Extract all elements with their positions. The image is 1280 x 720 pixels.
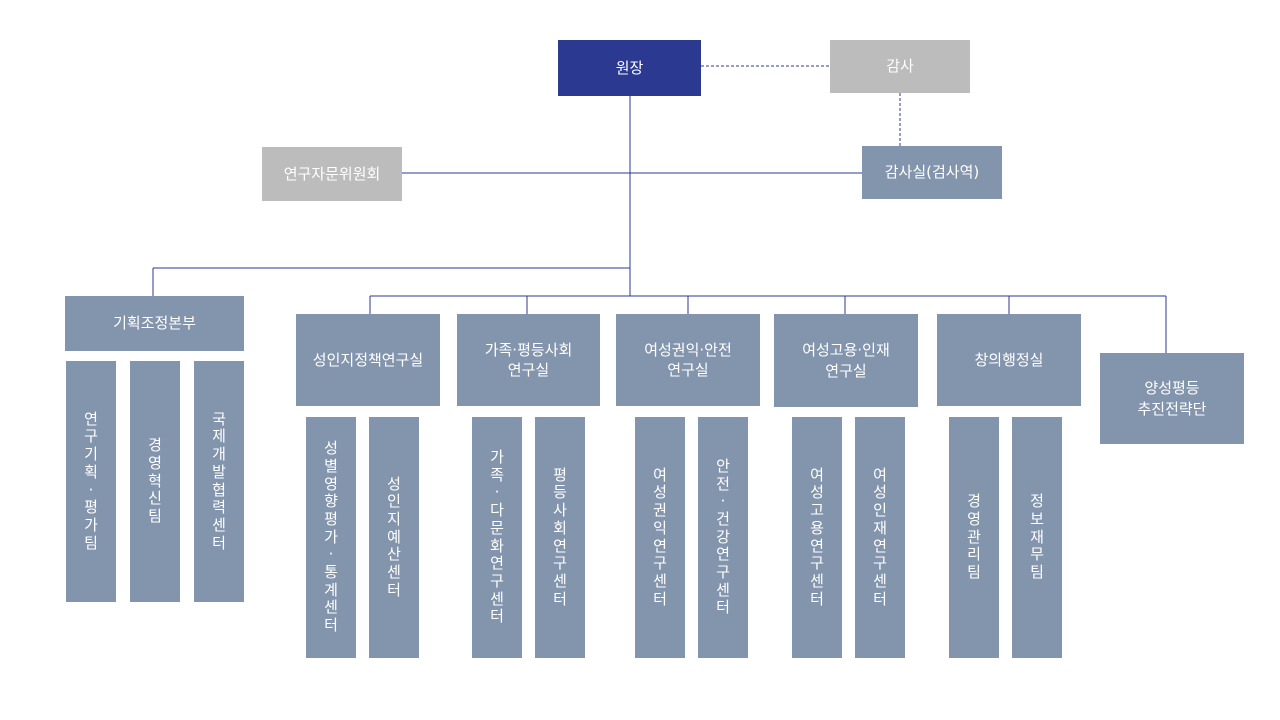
unit-planning: 기획조정본부 <box>65 296 244 351</box>
unit-label: 연구실 <box>667 361 709 379</box>
auditor-box: 감사 <box>830 40 970 93</box>
unit-label: 양성평등 <box>1144 379 1200 398</box>
unit-employment: 여성고용·인재 연구실 <box>774 314 918 407</box>
unit-label: 창의행정실 <box>974 350 1044 369</box>
unit-label: 성인지정책연구실 <box>312 350 424 369</box>
unit-label: 연구실 <box>507 361 550 379</box>
unit-gender-policy: 성인지정책연구실 <box>296 314 440 406</box>
advisory-committee-label: 연구자문위원회 <box>283 164 381 183</box>
audit-office-box: 감사실(검사역) <box>862 146 1002 199</box>
unit-label: 추진전략단 <box>1137 399 1207 418</box>
unit-innovation: 창의행정실 <box>937 314 1081 406</box>
unit-label: 가족·평등사회 <box>484 340 573 359</box>
auditor-label: 감사 <box>886 57 914 76</box>
unit-family: 가족·평등사회 연구실 <box>457 314 600 406</box>
unit-label: 연구실 <box>825 361 867 380</box>
advisory-committee-box: 연구자문위원회 <box>262 147 402 201</box>
unit-label: 기획조정본부 <box>113 314 196 333</box>
director-label: 원장 <box>615 58 644 77</box>
unit-label: 여성권익·안전 <box>644 340 732 359</box>
unit-equality: 양성평등 추진전략단 <box>1100 353 1244 444</box>
unit-label: 여성고용·인재 <box>802 341 890 360</box>
unit-rights: 여성권익·안전 연구실 <box>616 314 760 406</box>
director-box: 원장 <box>558 40 701 96</box>
audit-office-label: 감사실(검사역) <box>884 163 980 182</box>
